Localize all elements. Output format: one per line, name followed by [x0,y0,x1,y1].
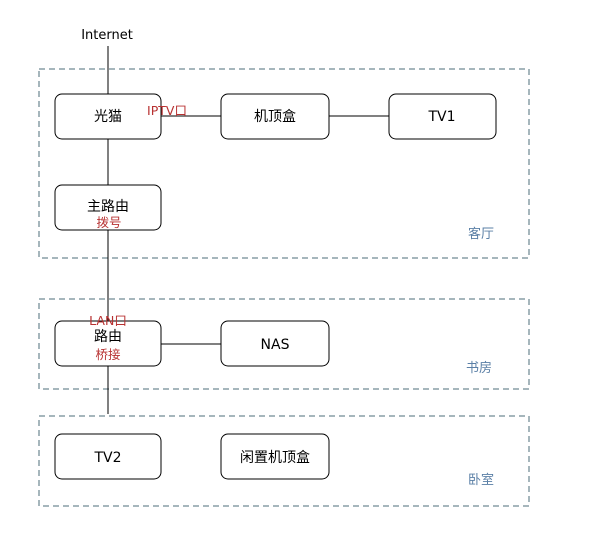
annotation-bridging: 桥接 [95,347,121,362]
node-nas-box [220,320,330,367]
node-router: 路由 [54,320,162,367]
node-router-label: 路由 [94,329,122,345]
node-tv2-label: TV2 [93,450,121,466]
zone-living-room-label: 客厅 [468,226,494,242]
annotation-dialing: 拨号 [96,215,121,230]
node-idle-set-top-box: 闲置机顶盒 [220,433,330,480]
zone-living-room: 客厅 [38,68,530,259]
zone-living-room-border [38,68,530,259]
node-idle-set-top-box-box [220,433,330,480]
node-main-router-label: 主路由 [87,199,129,215]
zone-study-border [38,298,530,390]
connections [107,46,389,414]
node-nas-label: NAS [261,337,290,353]
zone-study-label: 书房 [466,360,492,376]
zone-bedroom: 卧室 [38,415,530,507]
node-nas: NAS [220,320,330,367]
zone-bedroom-border [38,415,530,507]
node-set-top-box-box [220,93,330,140]
node-main-router-box [54,184,162,231]
node-modem-box [54,93,162,140]
internet-label: Internet [81,28,133,43]
node-set-top-box-label: 机顶盒 [254,108,296,125]
node-tv1-label: TV1 [427,109,455,125]
node-modem: 光猫 [54,93,162,140]
node-main-router: 主路由 [54,184,162,231]
annotation-lan-port: LAN口 [89,313,127,328]
zone-bedroom-label: 卧室 [468,472,494,488]
node-idle-set-top-box-label: 闲置机顶盒 [240,449,310,466]
node-tv2-box [54,433,162,480]
node-modem-label: 光猫 [94,109,122,125]
node-set-top-box: 机顶盒 [220,93,330,140]
node-tv1: TV1 [388,93,497,140]
annotation-iptv-port: IPTV口 [147,103,187,118]
zone-study: 书房 [38,298,530,390]
node-tv2: TV2 [54,433,162,480]
node-router-box [54,320,162,367]
node-tv1-box [388,93,497,140]
